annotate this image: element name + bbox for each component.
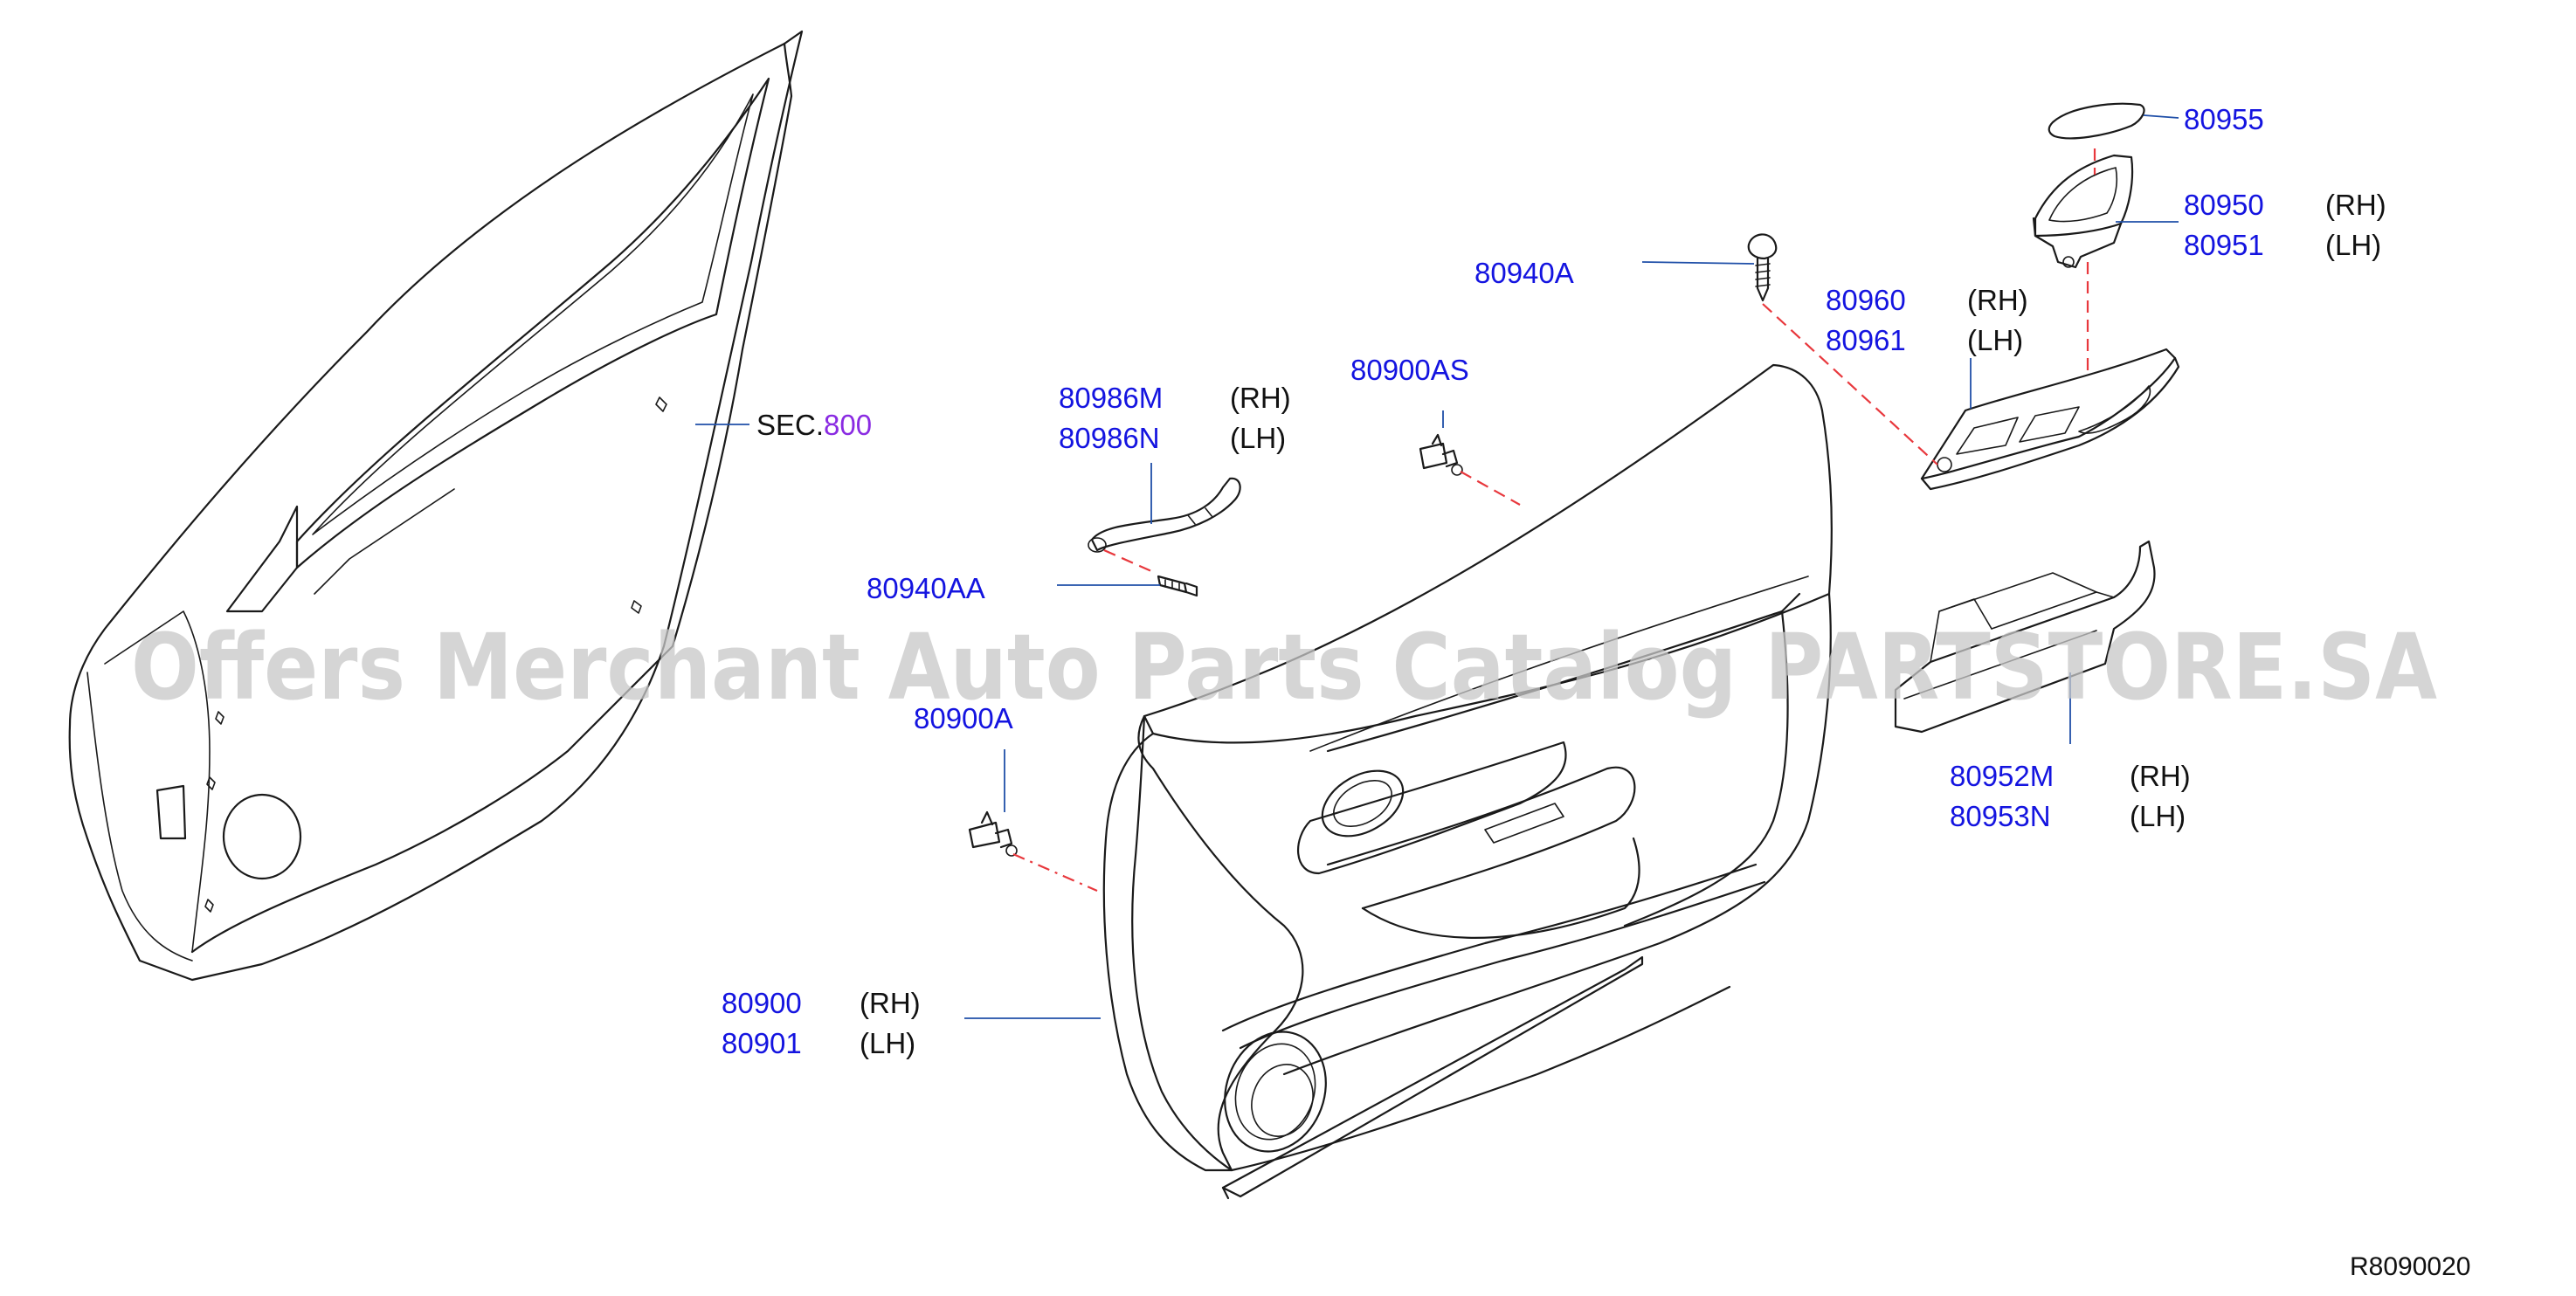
part-number-80953N[interactable]: 80953N (1950, 800, 2051, 832)
side-label-80901: (LH) (860, 1027, 915, 1059)
diagram-code: R8090020 (2350, 1252, 2470, 1281)
part-80986M-bracket-drawing (1088, 477, 1241, 553)
part-number-80951[interactable]: 80951 (2184, 229, 2264, 261)
section-prefix: SEC. (756, 409, 824, 441)
part-number-80901[interactable]: 80901 (722, 1027, 802, 1059)
installation-lines (1012, 148, 2096, 893)
callout-labels: SEC.800 80955 80950 (RH) 80951 (LH) 8094… (722, 103, 2470, 1281)
side-label-80960: (RH) (1967, 284, 2028, 316)
side-label-80951: (LH) (2325, 229, 2381, 261)
part-number-80986N[interactable]: 80986N (1059, 422, 1160, 454)
door-shell-drawing (68, 30, 804, 982)
part-number-80952M[interactable]: 80952M (1950, 760, 2054, 792)
side-label-80986N: (LH) (1230, 422, 1286, 454)
section-reference[interactable]: SEC.800 (756, 409, 872, 441)
part-number-80900A[interactable]: 80900A (914, 702, 1013, 734)
part-80940A-screw-drawing (1747, 233, 1778, 302)
part-80952M-pocket-drawing (1894, 540, 2156, 734)
part-80960-switch-panel-drawing (1920, 348, 2180, 491)
part-80955-cover-drawing (2048, 102, 2145, 140)
leader-lines (695, 114, 2179, 1019)
part-80940AA-screw-drawing (1157, 575, 1198, 597)
door-trim-panel-drawing (1102, 363, 1833, 1200)
part-number-80960[interactable]: 80960 (1826, 284, 1906, 316)
side-label-80986M: (RH) (1230, 382, 1291, 414)
part-number-80900[interactable]: 80900 (722, 987, 802, 1019)
section-number[interactable]: 800 (824, 409, 872, 441)
part-number-80940AA[interactable]: 80940AA (867, 572, 985, 604)
watermark-text: Offers Merchant Auto Parts Catalog PARTS… (131, 614, 2437, 720)
part-number-80940A[interactable]: 80940A (1474, 257, 1574, 289)
side-label-80961: (LH) (1967, 324, 2023, 356)
part-number-80986M[interactable]: 80986M (1059, 382, 1163, 414)
side-label-80953N: (LH) (2130, 800, 2186, 832)
part-80950-finisher-drawing (2032, 154, 2134, 269)
part-80900AS-clip-drawing (1419, 433, 1463, 476)
side-label-80952M: (RH) (2130, 760, 2191, 792)
part-number-80955[interactable]: 80955 (2184, 103, 2264, 135)
part-80900A-clip-drawing (968, 810, 1018, 857)
side-label-80900: (RH) (860, 987, 921, 1019)
part-number-80961[interactable]: 80961 (1826, 324, 1906, 356)
side-label-80950: (RH) (2325, 189, 2386, 221)
part-number-80900AS[interactable]: 80900AS (1350, 354, 1469, 386)
part-number-80950[interactable]: 80950 (2184, 189, 2264, 221)
